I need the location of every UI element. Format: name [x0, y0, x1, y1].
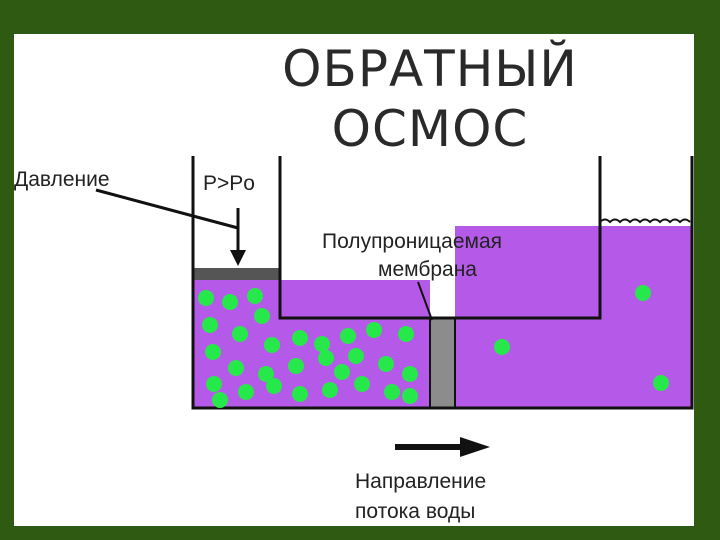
membrane-pointer-line — [417, 281, 433, 321]
particle-left — [398, 326, 414, 342]
particle-left — [238, 384, 254, 400]
title-line-2: ОСМОС — [331, 100, 529, 158]
particle-left — [348, 348, 364, 364]
particle-left — [378, 356, 394, 372]
pressure-relation-label: P>Po — [203, 172, 255, 195]
particle-left — [212, 392, 228, 408]
particle-right — [635, 285, 651, 301]
particle-left — [258, 366, 274, 382]
membrane-label-line-1: Полупроницаемая — [322, 230, 502, 253]
flow-arrow-head — [460, 437, 490, 457]
particle-left — [340, 328, 356, 344]
particle-left — [228, 360, 244, 376]
inner-box — [278, 156, 602, 320]
particle-left — [247, 288, 263, 304]
particle-left — [402, 366, 418, 382]
particle-left — [292, 330, 308, 346]
membrane-label-line-2: мембрана — [378, 258, 477, 281]
particle-left — [322, 382, 338, 398]
right-under-box-liquid — [430, 318, 600, 408]
piston — [193, 268, 280, 280]
particle-left — [254, 308, 270, 324]
particles-group — [198, 285, 669, 408]
particle-left — [198, 290, 214, 306]
particle-left — [366, 322, 382, 338]
particle-left — [354, 376, 370, 392]
container-walls — [191, 156, 694, 410]
particle-left — [318, 350, 334, 366]
particle-left — [222, 294, 238, 310]
title-line-1: ОБРАТНЫЙ — [282, 40, 578, 98]
particle-left — [266, 378, 282, 394]
pressure-label: Давление — [14, 168, 110, 191]
flow-label-line-1: Направление — [355, 470, 487, 493]
pressure-arrow-head — [230, 250, 246, 266]
particle-left — [292, 386, 308, 402]
particle-right — [494, 339, 510, 355]
particle-left — [206, 376, 222, 392]
particle-left — [334, 364, 350, 380]
pressure-pointer-line — [95, 188, 239, 230]
particle-left — [288, 358, 304, 374]
particle-left — [202, 317, 218, 333]
water-surface-waves — [599, 218, 691, 224]
particle-right — [653, 375, 669, 391]
particle-left — [205, 344, 221, 360]
particle-left — [384, 384, 400, 400]
membrane — [429, 317, 456, 409]
particle-left — [314, 336, 330, 352]
particle-left — [402, 388, 418, 404]
flow-label-line-2: потока воды — [355, 500, 476, 523]
particle-left — [264, 337, 280, 353]
particle-left — [232, 326, 248, 342]
